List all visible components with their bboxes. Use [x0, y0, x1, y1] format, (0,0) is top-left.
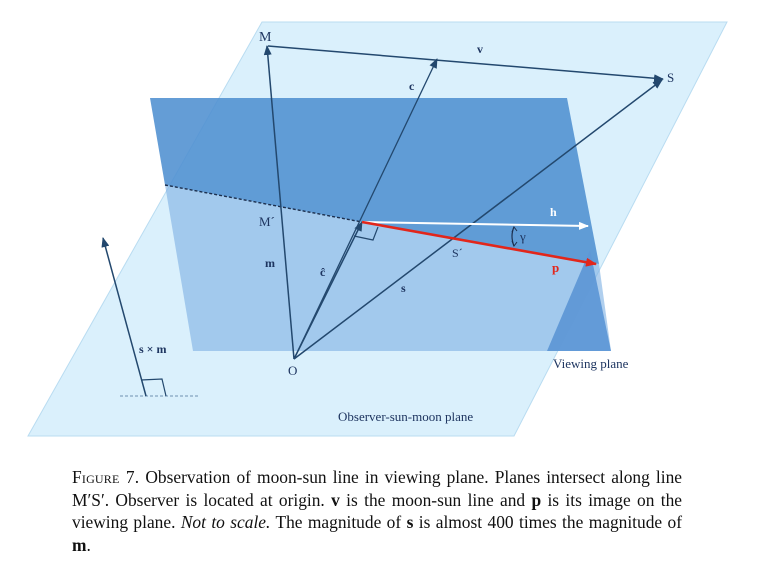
caption-v: v [331, 489, 340, 510]
vector-s-cross-m [101, 237, 147, 397]
vector-h [361, 221, 589, 230]
label-M-prime: M´ [259, 214, 275, 229]
label-O: O [288, 363, 297, 378]
label-s-cross-m: s × m [139, 342, 167, 356]
intersection-line [164, 184, 363, 223]
label-c-hat: ĉ [320, 265, 326, 279]
vector-c-hat [293, 221, 363, 360]
label-s: s [401, 281, 406, 295]
viewing-plane-corner [547, 250, 611, 351]
caption-text-1: Observation of moon-sun line in viewing … [72, 467, 682, 510]
label-c: c [409, 79, 415, 93]
caption-text-4: The magnitude of [270, 512, 407, 532]
caption-text-5: is almost 400 times the magnitude of [413, 512, 682, 532]
label-observer-plane: Observer-sun-moon plane [338, 409, 473, 424]
vector-m [263, 45, 295, 360]
caption-label: Figure 7. [72, 467, 140, 487]
caption-text-2: is the moon-sun line and [339, 489, 532, 510]
right-angle-mark-sxm [140, 378, 167, 397]
figure-diagram: M S O M´ S´ v c ĉ m s h p γ s × m Viewin… [27, 21, 728, 437]
label-v: v [477, 42, 483, 56]
caption-text-3: is its image on the viewing plane. [72, 489, 682, 533]
right-angle-mark-chat [353, 226, 379, 241]
vector-s [293, 79, 663, 360]
figure-caption: Figure 7. Observation of moon-sun line i… [72, 466, 682, 556]
label-m: m [265, 256, 275, 270]
caption-p: p [531, 489, 542, 510]
label-M: M [259, 30, 272, 45]
label-gamma: γ [519, 229, 526, 244]
caption-text-6: . [86, 534, 91, 555]
caption-italic: Not to scale. [180, 512, 271, 532]
vector-c [293, 58, 438, 360]
label-p: p [552, 260, 559, 275]
label-S: S [667, 70, 674, 85]
vector-v [267, 45, 664, 83]
caption-m: m [72, 534, 87, 555]
label-S-prime: S´ [452, 246, 463, 260]
label-h: h [550, 205, 557, 219]
label-viewing-plane: Viewing plane [553, 356, 629, 371]
viewing-plane-lower [165, 185, 611, 351]
viewing-plane-upper [150, 98, 599, 264]
caption-s: s [406, 512, 414, 532]
vector-p [361, 220, 597, 267]
